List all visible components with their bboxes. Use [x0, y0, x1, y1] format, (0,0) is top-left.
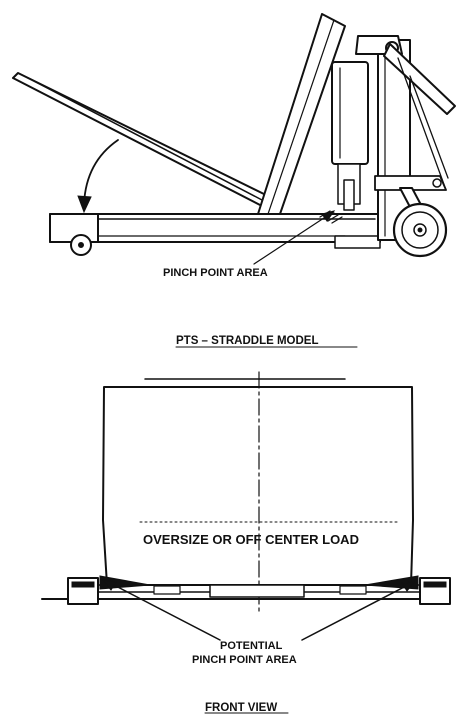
side-view-caption: PTS – STRADDLE MODEL	[176, 335, 318, 347]
pinch-point-leader	[253, 210, 336, 265]
rear-bracket	[374, 175, 447, 191]
pinch-point-arrows	[101, 579, 416, 641]
hydraulic-cylinder	[331, 61, 369, 211]
handle	[383, 43, 456, 191]
lowering-arrow-icon	[77, 139, 119, 214]
load-label: OVERSIZE OR OFF CENTER LOAD	[143, 532, 359, 547]
potential-label-line2: PINCH POINT AREA	[192, 654, 297, 666]
front-view-caption: FRONT VIEW	[205, 702, 277, 714]
potential-label-line1: POTENTIAL	[220, 640, 283, 652]
tilted-platform	[12, 72, 269, 207]
mast-column	[257, 13, 411, 241]
front-base-platform	[41, 575, 451, 605]
front-view-drawing	[41, 371, 451, 641]
oversize-load	[102, 386, 414, 586]
rear-wheel	[392, 187, 448, 258]
pinch-point-label: PINCH POINT AREA	[163, 267, 268, 279]
front-caster-wheel	[70, 234, 92, 256]
side-view-drawing	[12, 13, 456, 265]
